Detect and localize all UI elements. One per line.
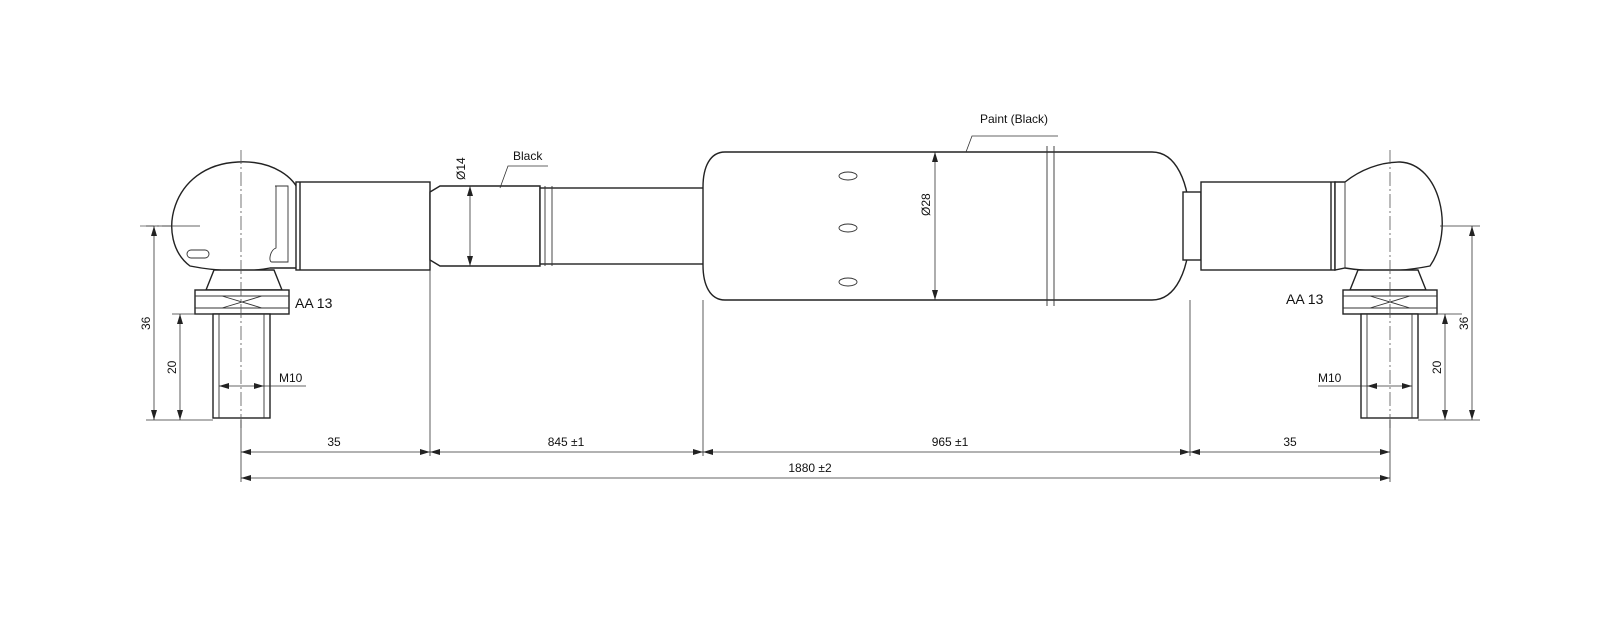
paint-label: Paint (Black) — [980, 112, 1048, 126]
dimension-tube-label: 965 ±1 — [932, 435, 969, 449]
dimension-right-end — [1190, 449, 1390, 455]
dimension-rod-label: 845 ±1 — [548, 435, 585, 449]
right-thread-leader — [1318, 383, 1412, 389]
right-thread-label: M10 — [1318, 371, 1342, 385]
dimension-rod-diameter — [467, 186, 473, 266]
dimension-right-height-thread — [1442, 314, 1448, 420]
dimension-tube — [703, 449, 1190, 455]
right-height-total-label: 36 — [1457, 316, 1471, 330]
rod-diameter-label: Ø14 — [454, 157, 468, 180]
dimension-left-end-label: 35 — [327, 435, 341, 449]
dimension-rod — [430, 449, 703, 455]
right-height-thread-label: 20 — [1430, 360, 1444, 374]
left-height-total-label: 36 — [139, 316, 153, 330]
dimension-left-height-thread — [177, 314, 183, 420]
dimension-right-height-total — [1469, 226, 1475, 420]
pressure-tube — [702, 146, 1191, 306]
black-leader — [499, 165, 548, 189]
right-ball-socket — [1182, 150, 1443, 430]
left-fitting-label: AA 13 — [295, 295, 333, 311]
left-ball-socket — [171, 150, 431, 430]
left-height-thread-label: 20 — [165, 360, 179, 374]
right-fitting-label: AA 13 — [1286, 291, 1324, 307]
left-thread-label: M10 — [279, 371, 303, 385]
dimension-overall — [241, 475, 1390, 481]
paint-leader — [965, 135, 1058, 153]
tube-diameter-label: Ø28 — [919, 193, 933, 216]
left-thread-leader — [219, 383, 306, 389]
dimension-tube-diameter — [932, 152, 938, 300]
black-label: Black — [513, 149, 543, 163]
dimension-right-end-label: 35 — [1283, 435, 1297, 449]
extension-lines — [146, 225, 1480, 482]
piston-rod — [429, 185, 705, 267]
dimension-overall-label: 1880 ±2 — [788, 461, 832, 475]
dimension-left-height-total — [151, 226, 157, 420]
dimension-left-end — [241, 449, 430, 455]
